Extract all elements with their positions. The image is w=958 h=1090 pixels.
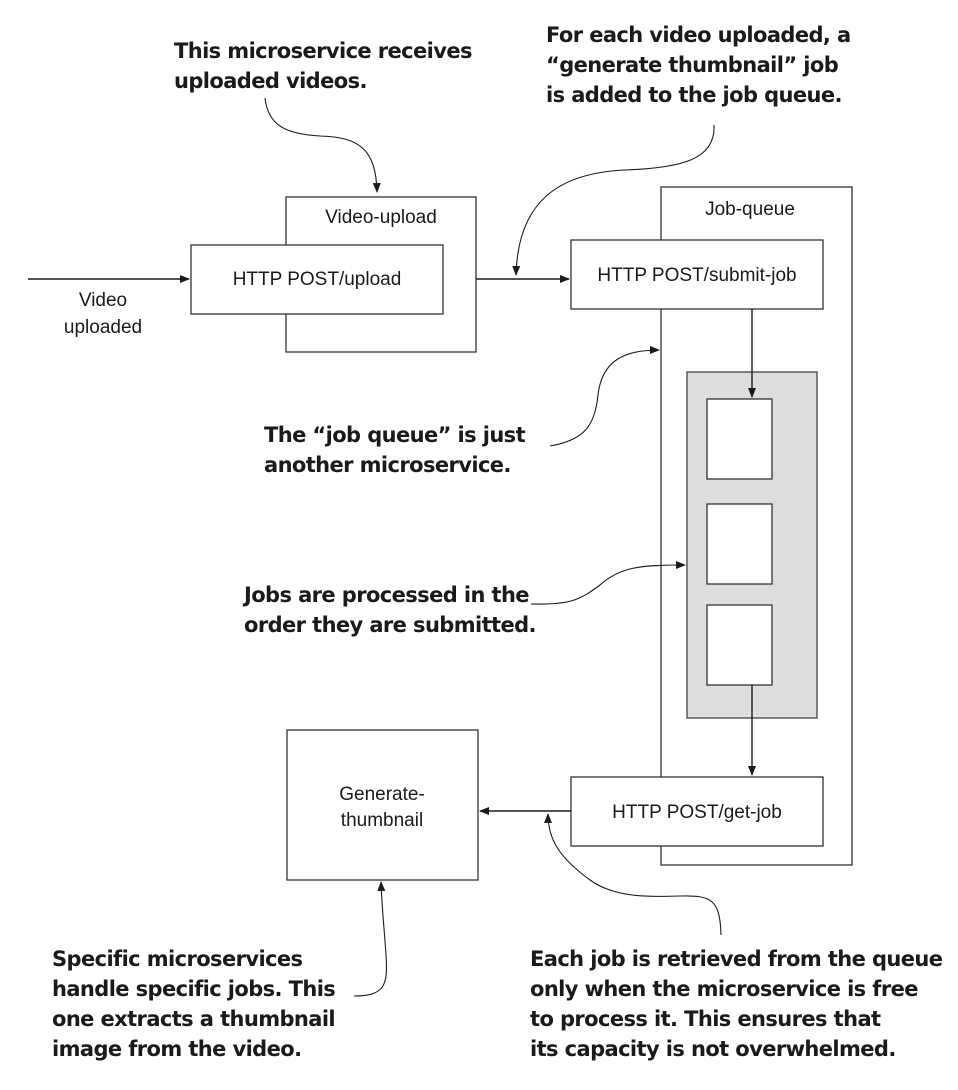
- upload-endpoint-box: [190, 244, 444, 315]
- annotation-line: only when the microservice is free: [530, 977, 918, 1001]
- submit-job-endpoint-label: HTTP POST/submit-job: [597, 265, 796, 286]
- annotation-line: For each video uploaded, a: [546, 23, 851, 47]
- annotation-line: its capacity is not overwhelmed.: [530, 1037, 896, 1061]
- order-note-pointer: [530, 561, 686, 605]
- annotation-line: “generate thumbnail” job: [546, 53, 839, 77]
- submit-annotation: For each video uploaded, a “generate thu…: [546, 23, 851, 107]
- video-upload-title: Video-upload: [325, 207, 437, 228]
- specific-annotation: Specific microservices handle specific j…: [52, 947, 336, 1061]
- upload-endpoint-label: HTTP POST/upload: [233, 269, 402, 290]
- annotation-line: handle specific jobs. This: [52, 977, 335, 1001]
- order-annotation: Jobs are processed in the order they are…: [242, 583, 537, 637]
- annotation-line: one extracts a thumbnail: [52, 1007, 335, 1031]
- submit-note-pointer: [512, 124, 715, 276]
- annotation-line: The “job queue” is just: [264, 423, 526, 447]
- queued-job-3: [706, 604, 773, 686]
- annotation-line: Jobs are processed in the: [242, 583, 529, 607]
- input-label-line1: Video: [79, 290, 127, 311]
- annotation-line: Specific microservices: [52, 947, 303, 971]
- annotation-line: another microservice.: [264, 453, 511, 477]
- generate-thumbnail-title-line2: thumbnail: [341, 810, 423, 831]
- queued-job-1: [706, 398, 773, 480]
- video-upload-service: Video-upload HTTP POST/upload: [190, 196, 477, 353]
- submit-job-endpoint-box: [570, 239, 824, 310]
- input-label-line2: uploaded: [64, 317, 142, 338]
- retrieve-note-pointer: [544, 813, 722, 936]
- retrieve-annotation: Each job is retrieved from the queue onl…: [530, 947, 943, 1061]
- annotation-line: uploaded videos.: [174, 69, 367, 93]
- upload-annotation: This microservice receives uploaded vide…: [174, 39, 473, 93]
- annotation-line: This microservice receives: [174, 39, 472, 63]
- upload-note-pointer: [264, 97, 381, 193]
- job-queue-title: Job-queue: [705, 199, 795, 220]
- get-job-endpoint-label: HTTP POST/get-job: [612, 802, 782, 823]
- generate-thumbnail-title-line1: Generate-: [339, 784, 425, 805]
- annotation-line: is added to the job queue.: [546, 83, 842, 107]
- specific-note-pointer: [353, 881, 387, 997]
- annotation-line: order they are submitted.: [244, 613, 536, 637]
- annotation-line: to process it. This ensures that: [530, 1007, 881, 1031]
- queued-job-2: [706, 503, 773, 585]
- generate-thumbnail-box: [286, 729, 479, 881]
- queue-note-pointer: [549, 346, 660, 447]
- queue-annotation: The “job queue” is just another microser…: [264, 423, 526, 477]
- annotation-line: image from the video.: [52, 1037, 301, 1061]
- generate-thumbnail-service: Generate- thumbnail: [286, 729, 479, 881]
- annotation-line: Each job is retrieved from the queue: [530, 947, 943, 971]
- job-queue-service: Job-queue HTTP POST/submit-job HTTP POST…: [570, 186, 853, 866]
